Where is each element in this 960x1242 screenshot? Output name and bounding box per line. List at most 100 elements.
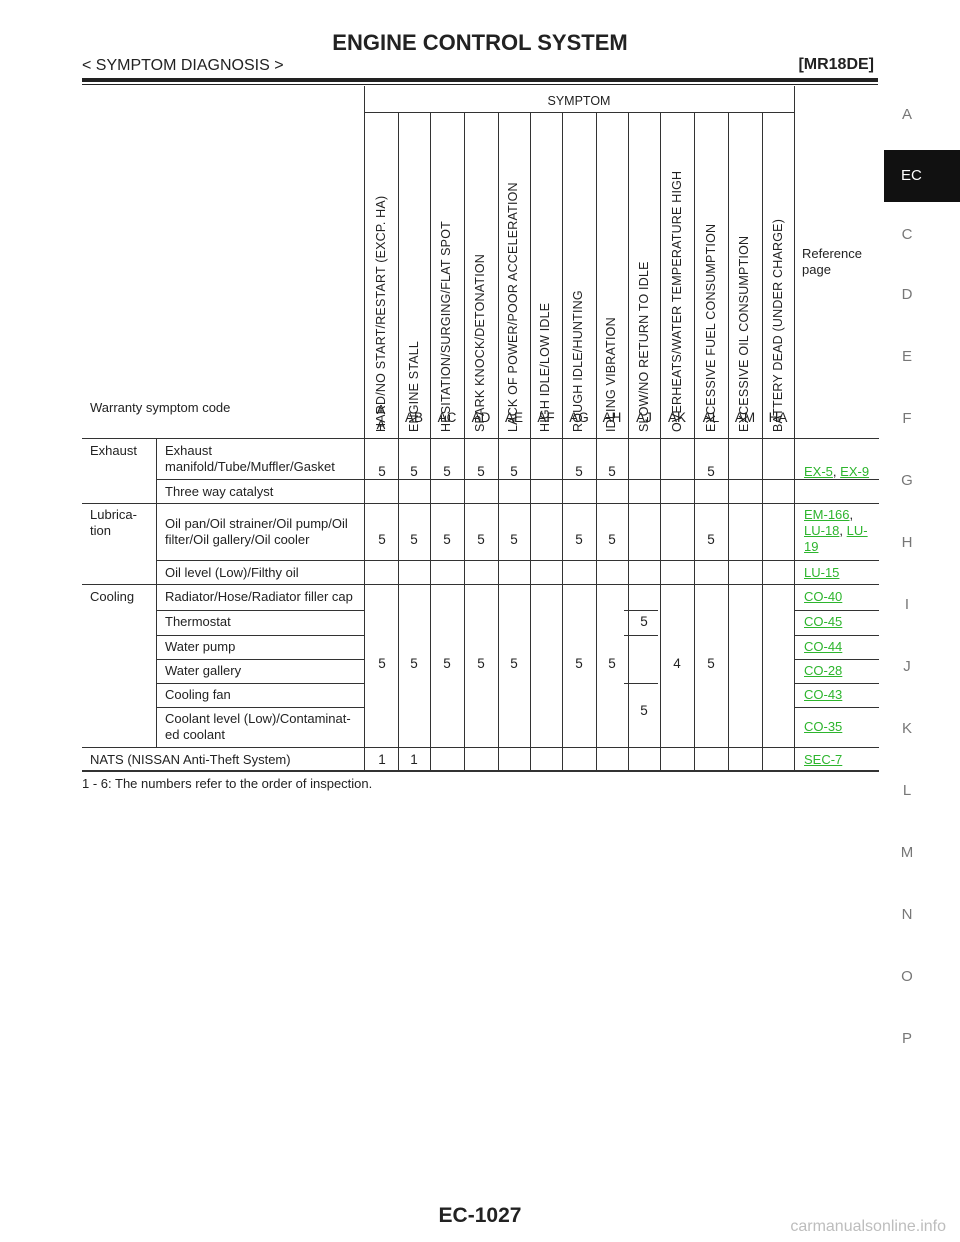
model-label: [MR18DE]: [798, 56, 874, 73]
warranty-code: AL: [702, 410, 720, 425]
index-letter[interactable]: A: [901, 106, 912, 123]
cell-value: 5: [443, 532, 451, 547]
cell-value: 5: [608, 532, 616, 547]
v-line: [398, 112, 399, 771]
ref-link[interactable]: CO-40: [804, 589, 843, 604]
h-line: [794, 707, 879, 708]
index-letter[interactable]: N: [901, 906, 913, 923]
index-letter[interactable]: M: [900, 844, 914, 861]
section-label: < SYMPTOM DIAGNOSIS >: [82, 57, 284, 74]
h-line: [794, 683, 879, 684]
ref-link[interactable]: LU-18: [804, 523, 840, 538]
cell-value: 5: [707, 464, 715, 479]
index-letter[interactable]: I: [904, 596, 910, 613]
ref-link[interactable]: EX-5: [804, 464, 833, 479]
table-bottom-rule: [82, 770, 879, 772]
h-line: [624, 610, 658, 611]
cell-value: 5: [510, 656, 518, 671]
index-letter[interactable]: H: [901, 534, 913, 551]
h-line: [156, 707, 365, 708]
ref-link[interactable]: EM-166: [804, 507, 850, 522]
cell-value: 5: [510, 532, 518, 547]
reference-header: Reference page: [802, 246, 862, 277]
warranty-code: AM: [734, 410, 756, 425]
h-line: [82, 438, 879, 439]
cell-value: 5: [443, 656, 451, 671]
symptom-label: EXCESSIVE FUEL CONSUMPTION: [704, 223, 718, 432]
v-line: [498, 112, 499, 771]
symptom-label: HARD/NO START/RESTART (EXCP. HA): [374, 195, 388, 432]
item-oil-level: Oil level (Low)/Filthy oil: [165, 565, 299, 580]
index-letter-active[interactable]: EC: [884, 150, 960, 202]
ref-link[interactable]: CO-35: [804, 719, 843, 734]
ref-links: CO-45: [804, 614, 842, 630]
ref-link[interactable]: CO-45: [804, 614, 843, 629]
symptom-label: EXCESSIVE OIL CONSUMPTION: [737, 235, 751, 432]
item-water-gallery: Water gallery: [165, 663, 242, 678]
h-line: [156, 635, 365, 636]
h-line: [156, 479, 879, 480]
item-coolant-level: Coolant level (Low)/Contaminat-ed coolan…: [165, 711, 351, 742]
h-line: [624, 635, 658, 636]
ref-link[interactable]: SEC-7: [804, 752, 843, 767]
cell-value: 5: [378, 532, 386, 547]
index-letter[interactable]: K: [901, 720, 912, 737]
index-letter[interactable]: L: [902, 782, 912, 799]
symptom-label: SLOW/NO RETURN TO IDLE: [637, 261, 651, 432]
index-letter[interactable]: O: [901, 968, 913, 985]
warranty-code: AK: [667, 410, 686, 425]
cell-value: 5: [410, 532, 418, 547]
warranty-code: AJ: [636, 410, 652, 425]
watermark: carmanualsonline.info: [790, 1218, 946, 1235]
ref-links: CO-40: [804, 589, 842, 605]
ref-link[interactable]: CO-28: [804, 663, 843, 678]
ref-links: SEC-7: [804, 752, 842, 768]
group-lubrication: Lubrica-tion: [90, 507, 137, 538]
item-cooling-fan: Cooling fan: [165, 687, 231, 702]
header-rule: [82, 78, 878, 82]
warranty-code: AD: [471, 410, 491, 425]
ref-link[interactable]: CO-44: [804, 639, 843, 654]
cell-value: 5: [443, 464, 451, 479]
warranty-code: HA: [768, 410, 788, 425]
ref-link[interactable]: CO-43: [804, 687, 843, 702]
cell-value: 1: [410, 752, 418, 767]
symptom-label: HESITATION/SURGING/FLAT SPOT: [439, 221, 453, 432]
cell-value: 5: [378, 464, 386, 479]
v-line: [728, 112, 729, 771]
warranty-code: AG: [569, 410, 589, 425]
cell-value: 5: [477, 656, 485, 671]
cell-value: 5: [640, 703, 648, 718]
v-line: [156, 438, 157, 747]
item-three-way-catalyst: Three way catalyst: [165, 484, 274, 499]
symptom-label: SPARK KNOCK/DETONATION: [473, 253, 487, 432]
warranty-code: AH: [602, 410, 622, 425]
v-line: [562, 112, 563, 771]
cell-value: 4: [673, 656, 681, 671]
cell-value: 5: [410, 464, 418, 479]
ref-link[interactable]: LU-19: [804, 523, 868, 554]
footnote: 1 - 6: The numbers refer to the order of…: [82, 776, 373, 791]
index-letter[interactable]: F: [902, 410, 912, 427]
v-line: [794, 86, 795, 771]
ref-separator: ,: [849, 507, 854, 522]
cell-value: 5: [510, 464, 518, 479]
ref-link[interactable]: EX-9: [840, 464, 870, 479]
v-line: [762, 112, 763, 771]
index-letter[interactable]: D: [901, 286, 913, 303]
cell-value: 5: [575, 656, 583, 671]
ref-links: CO-44: [804, 639, 842, 655]
ref-link[interactable]: LU-15: [804, 565, 840, 580]
index-letter[interactable]: E: [901, 348, 912, 365]
h-line: [794, 635, 879, 636]
item-thermostat: Thermostat: [165, 614, 231, 629]
item-water-pump: Water pump: [165, 639, 236, 654]
h-line: [82, 503, 879, 504]
index-letter[interactable]: J: [903, 658, 911, 675]
index-letter[interactable]: P: [901, 1030, 912, 1047]
cell-value: 5: [707, 656, 715, 671]
item-nats: NATS (NISSAN Anti-Theft System): [90, 752, 291, 767]
cell-value: 5: [477, 532, 485, 547]
index-letter[interactable]: C: [901, 226, 913, 243]
index-letter[interactable]: G: [901, 472, 913, 489]
